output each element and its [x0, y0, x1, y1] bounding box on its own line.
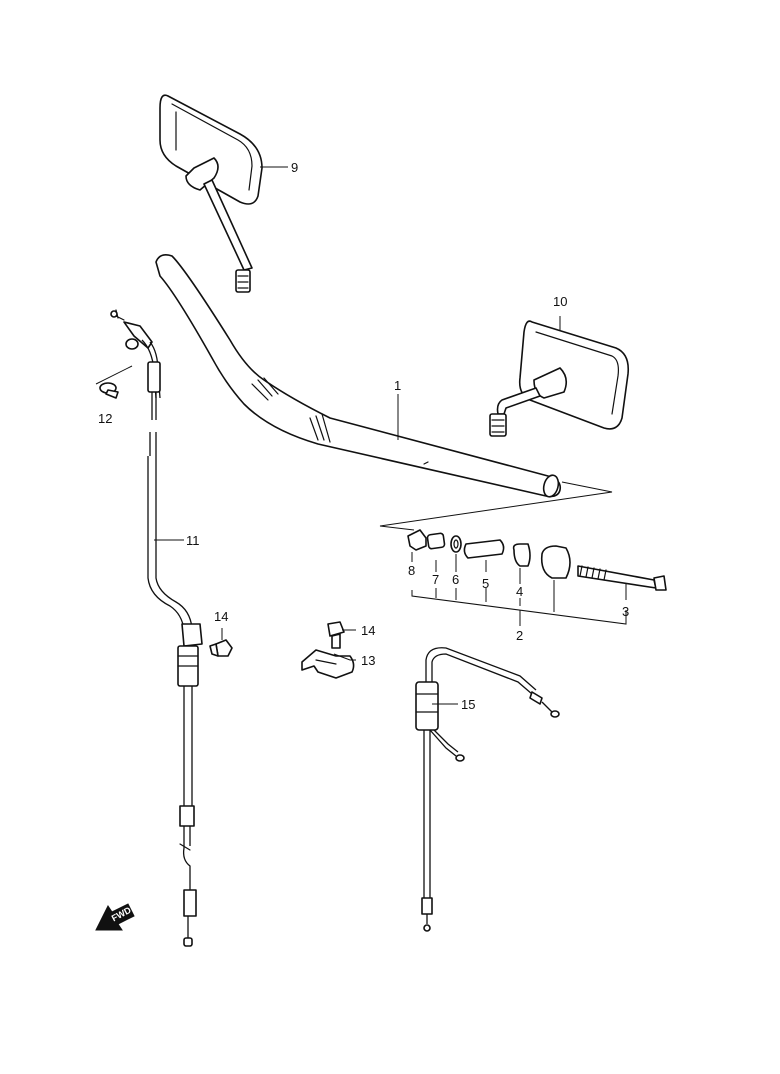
callout-14-right: 14 — [361, 623, 375, 638]
throttle-cable — [110, 309, 203, 947]
bolt-14-right — [327, 621, 345, 649]
callout-2: 2 — [516, 628, 523, 643]
grip-assembly — [407, 529, 667, 591]
callout-9: 9 — [291, 160, 298, 175]
mirror-right — [489, 320, 630, 437]
callout-3: 3 — [622, 604, 629, 619]
callout-1: 1 — [394, 378, 401, 393]
clamp-13 — [301, 649, 355, 679]
forward-arrow-icon: FWD — [95, 903, 135, 931]
handlebar — [155, 254, 562, 498]
callout-14-left: 14 — [214, 609, 228, 624]
clutch-cable — [415, 647, 560, 932]
grip-bracket-line — [411, 590, 627, 625]
callout-15: 15 — [461, 697, 475, 712]
screw-12 — [95, 365, 133, 399]
mirror-left — [159, 94, 263, 293]
break-line — [379, 481, 613, 531]
callout-12: 12 — [98, 411, 112, 426]
callout-13: 13 — [361, 653, 375, 668]
callout-8: 8 — [408, 563, 415, 578]
callout-6: 6 — [452, 572, 459, 587]
bolt-14-left — [209, 639, 233, 657]
callout-11: 11 — [186, 533, 200, 548]
callout-5: 5 — [482, 576, 489, 591]
callout-4: 4 — [516, 584, 523, 599]
callout-7: 7 — [432, 572, 439, 587]
callout-10: 10 — [553, 294, 567, 309]
